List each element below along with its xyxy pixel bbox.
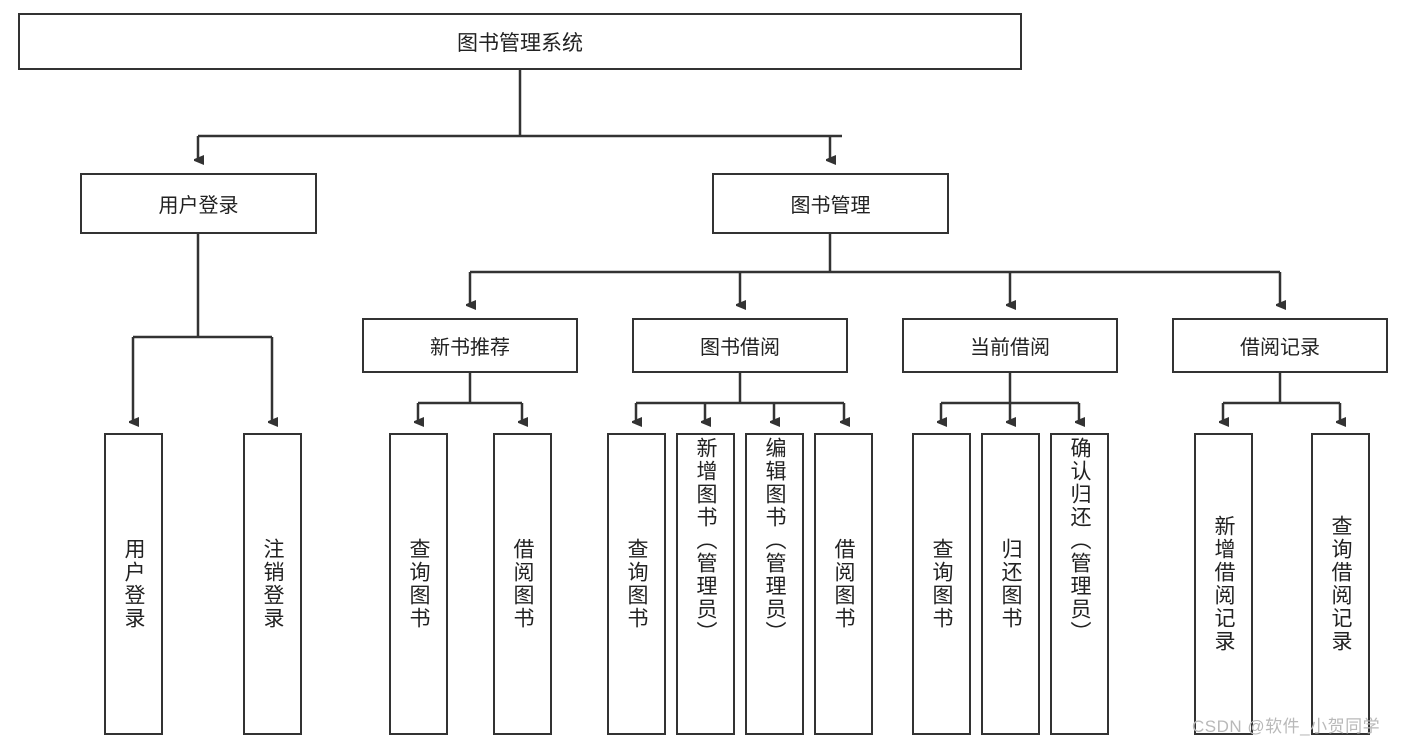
node-label: 图书管理 — [790, 195, 871, 217]
leaf-inner: 查询图书 — [914, 435, 969, 733]
leaf-inner: 查询图书 — [391, 435, 446, 733]
csdn-watermark: CSDN @软件_小贺同学 — [1192, 717, 1381, 736]
node-label: 借阅图书 — [511, 538, 534, 630]
node-label: 图书借阅 — [700, 337, 780, 359]
node-book-management[interactable]: 图书管理 — [712, 173, 949, 234]
leaf-inner: 查询借阅记录 — [1313, 435, 1368, 733]
node-label: 新增借阅记录 — [1212, 515, 1235, 653]
node-label: 归还图书 — [999, 538, 1022, 630]
leaf-logout[interactable]: 注销登录 — [243, 433, 302, 735]
node-label: 图书管理系统 — [457, 31, 583, 55]
leaf-confirm-return-admin[interactable]: 确认归还（管理员） — [1050, 433, 1109, 735]
leaf-inner: 确认归还（管理员） — [1052, 435, 1107, 735]
node-label: 当前借阅 — [970, 337, 1050, 359]
leaf-query-book-current[interactable]: 查询图书 — [912, 433, 971, 735]
node-label: 查询图书 — [930, 538, 953, 630]
leaf-return-book[interactable]: 归还图书 — [981, 433, 1040, 735]
leaf-inner: 编辑图书（管理员） — [747, 435, 802, 735]
node-label: 新增图书（管理员） — [694, 437, 717, 644]
node-label: 用户登录 — [122, 538, 145, 630]
leaf-inner: 新增图书（管理员） — [678, 435, 733, 735]
node-root-book-management-system[interactable]: 图书管理系统 — [18, 13, 1022, 70]
node-label: 借阅记录 — [1240, 337, 1320, 359]
node-label: 注销登录 — [261, 538, 284, 630]
node-user-login[interactable]: 用户登录 — [80, 173, 317, 234]
leaf-inner: 借阅图书 — [816, 435, 871, 733]
leaf-inner: 新增借阅记录 — [1196, 435, 1251, 733]
node-label: 查询图书 — [407, 538, 430, 630]
leaf-inner: 归还图书 — [983, 435, 1038, 733]
node-label: 确认归还（管理员） — [1068, 437, 1091, 644]
leaf-inner: 注销登录 — [245, 435, 300, 733]
node-book-borrowing[interactable]: 图书借阅 — [632, 318, 848, 373]
node-label: 编辑图书（管理员） — [763, 437, 786, 644]
leaf-borrow-book-borrowing[interactable]: 借阅图书 — [814, 433, 873, 735]
leaf-inner: 借阅图书 — [495, 435, 550, 733]
leaf-query-book-new-recommend[interactable]: 查询图书 — [389, 433, 448, 735]
leaf-borrow-book-new-recommend[interactable]: 借阅图书 — [493, 433, 552, 735]
node-label: 借阅图书 — [832, 538, 855, 630]
node-label: 用户登录 — [158, 195, 239, 217]
node-label: 新书推荐 — [430, 337, 510, 359]
leaf-add-book-admin[interactable]: 新增图书（管理员） — [676, 433, 735, 735]
leaf-edit-book-admin[interactable]: 编辑图书（管理员） — [745, 433, 804, 735]
node-new-book-recommendation[interactable]: 新书推荐 — [362, 318, 578, 373]
leaf-query-book-borrowing[interactable]: 查询图书 — [607, 433, 666, 735]
node-current-borrowing[interactable]: 当前借阅 — [902, 318, 1118, 373]
node-borrowing-records[interactable]: 借阅记录 — [1172, 318, 1388, 373]
node-label: 查询图书 — [625, 538, 648, 630]
leaf-inner: 查询图书 — [609, 435, 664, 733]
leaf-user-login[interactable]: 用户登录 — [104, 433, 163, 735]
leaf-query-borrow-record[interactable]: 查询借阅记录 — [1311, 433, 1370, 735]
node-label: 查询借阅记录 — [1329, 515, 1352, 653]
leaf-add-borrow-record[interactable]: 新增借阅记录 — [1194, 433, 1253, 735]
leaf-inner: 用户登录 — [106, 435, 161, 733]
